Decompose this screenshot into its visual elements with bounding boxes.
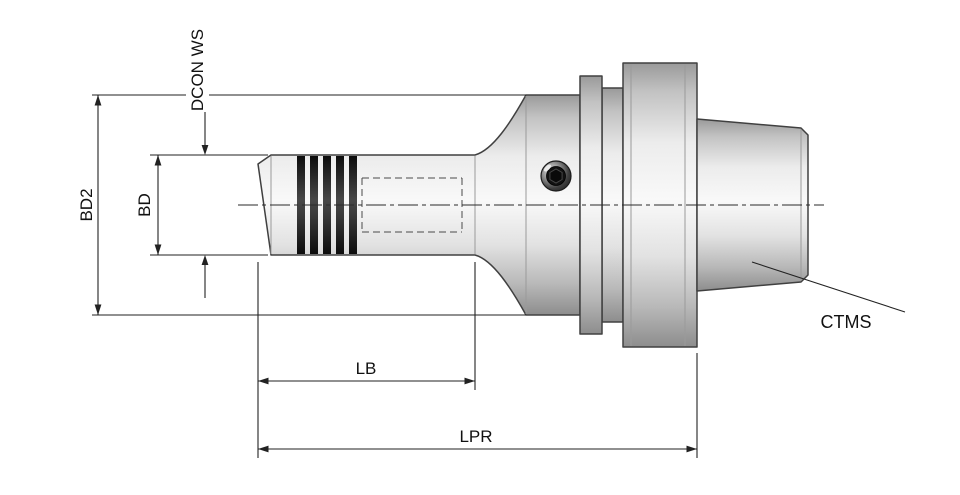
hex-socket [549, 168, 563, 184]
lb-arrow-left [258, 377, 269, 385]
lb-label: LB [356, 359, 377, 378]
ctms-label: CTMS [821, 312, 872, 332]
bore-hidden-outline [361, 177, 463, 233]
dcon-ws-arrow-top [201, 145, 209, 155]
lb-arrow-right [464, 377, 475, 385]
bd2-label: BD2 [77, 188, 96, 221]
label-ctms: CTMS [751, 261, 906, 332]
dimension-lb: LB [257, 262, 476, 458]
set-screw-highlight [543, 164, 552, 172]
bd-arrow-top [154, 155, 162, 166]
dcon-ws-label: DCON WS [188, 29, 207, 111]
dimension-dcon-ws: DCON WS [188, 29, 209, 298]
lpr-label: LPR [459, 427, 492, 446]
dimension-bd2: BD2 [77, 94, 526, 316]
lpr-arrow-left [258, 445, 269, 453]
ctms-leader-line [751, 261, 906, 313]
dimension-lpr: LPR [258, 353, 698, 458]
lpr-arrow-right [686, 445, 697, 453]
groove-band [297, 156, 305, 254]
bd-label: BD [135, 193, 154, 217]
bd-arrow-bottom [154, 244, 162, 255]
dimension-bd: BD [135, 154, 268, 256]
bd2-arrow-bottom [94, 304, 102, 315]
tool-holder [238, 62, 824, 348]
set-screw [540, 160, 572, 192]
bd2-arrow-top [94, 95, 102, 106]
dcon-ws-arrow-bottom [201, 255, 209, 265]
